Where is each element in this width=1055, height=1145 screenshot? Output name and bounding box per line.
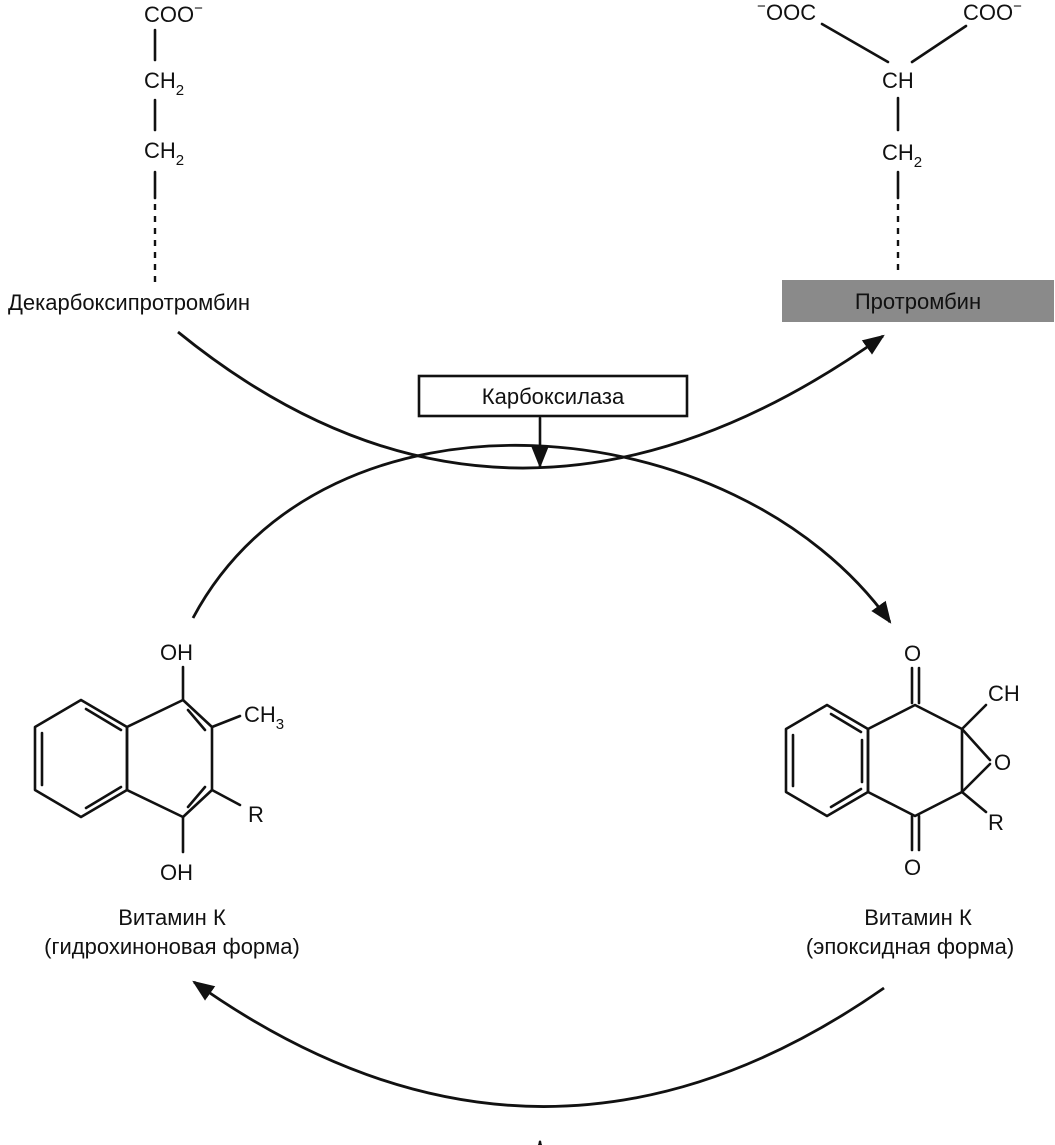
hydroquinone-quinol-ring — [125, 698, 214, 819]
hydroquinone-oh-top: OH — [160, 640, 193, 665]
epoxidation-arc-arrow — [191, 443, 892, 624]
epoxide-r-bond — [960, 790, 988, 814]
decarboxyprothrombin-label: Декарбоксипротромбин — [8, 290, 250, 315]
prothrombin-coo-label: COO− — [963, 0, 1022, 25]
decarboxy-ch2-upper: CH2 — [144, 68, 184, 99]
decarboxy-ch2-lower: CH2 — [144, 138, 184, 169]
decarboxyprothrombin-structure: COO− CH2 CH2 Декарбоксипротромбин — [8, 0, 250, 315]
epoxide-name-line1: Витамин К — [864, 905, 972, 930]
prothrombin-ooc-charge: − — [757, 0, 766, 15]
carboxylation-arc-arrow — [177, 330, 885, 470]
hydroquinone-double-bond-d — [186, 708, 207, 732]
epoxide-o-bottom: O — [904, 855, 921, 880]
prothrombin-label: Протромбин — [855, 289, 981, 314]
prothrombin-structure: OOC COO− CH CH2 Протромбин — [766, 0, 1054, 322]
carboxylase-label: Карбоксилаза — [482, 384, 625, 409]
prothrombin-ch-label: CH — [882, 68, 914, 93]
epoxide-r-label: R — [988, 810, 1004, 835]
hydroquinone-r-bond — [210, 788, 242, 807]
carboxylase-box — [417, 374, 689, 418]
hydroquinone-name-line2: (гидрохиноновая форма) — [44, 934, 300, 959]
epoxide-double-bond-b — [829, 712, 863, 734]
vitamin-k-epoxide: O O CH R O Витамин К (эпоксидная форма) — [784, 641, 1020, 959]
prothrombin-ch2-label: CH2 — [882, 140, 922, 171]
epoxide-ch-bond — [960, 703, 988, 731]
hydroquinone-double-bond-e — [186, 785, 207, 809]
epoxide-bond-upper — [960, 727, 992, 762]
hydroquinone-r-label: R — [248, 802, 264, 827]
decarboxy-coo-label: COO− — [144, 0, 203, 27]
hydroquinone-double-bond-b — [84, 707, 123, 732]
epoxide-double-bond-c — [829, 787, 863, 809]
epoxide-benzene-ring — [784, 703, 870, 818]
prothrombin-bond-right — [910, 24, 968, 64]
epoxide-quinone-ring — [866, 703, 964, 818]
prothrombin-bond-left — [820, 22, 890, 64]
carboxylase-enzyme: Карбоксилаза — [417, 374, 689, 469]
prothrombin-label-box — [782, 280, 1054, 322]
epoxide-o-top: O — [904, 641, 921, 666]
hydroquinone-ch3-label: CH3 — [244, 702, 284, 733]
epoxide-name-line2: (эпоксидная форма) — [806, 934, 1014, 959]
epoxide-ch-label: CH — [988, 681, 1020, 706]
hydroquinone-oh-bottom: OH — [160, 860, 193, 885]
vitamin-k-hydroquinone: OH CH3 R OH Витамин К (гидрохиноновая фо… — [33, 640, 300, 959]
hydroquinone-double-bond-c — [84, 785, 123, 810]
hydroquinone-benzene-ring — [33, 698, 129, 819]
epoxide-bond-lower — [960, 762, 992, 794]
epoxide-o-ring: O — [994, 750, 1011, 775]
reduction-arc-arrow — [192, 980, 885, 1108]
prothrombin-ooc-label: OOC — [766, 0, 816, 25]
hydroquinone-name-line1: Витамин К — [118, 905, 226, 930]
hydroquinone-ch3-bond — [210, 714, 242, 729]
